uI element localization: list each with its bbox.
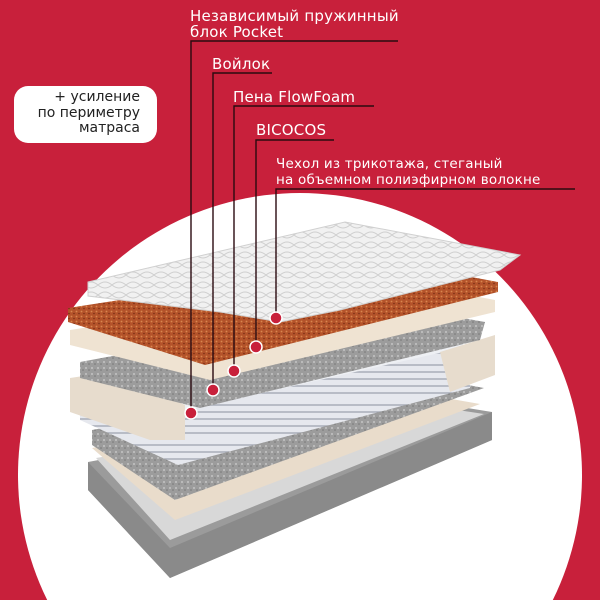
badge-line: матраса [78,120,140,136]
badge-line: + усиление [54,89,140,105]
label-line: Войлок [212,55,271,73]
label-cover: Чехол из трикотажа, стеганый на объемном… [276,156,541,188]
quilted-cover-layer [87,221,522,323]
label-felt: Войлок [212,56,270,72]
cover-marker-dot [269,311,283,325]
badge-line: по периметру [37,104,140,121]
leader-lines [190,40,575,413]
label-line: Пена FlowFoam [233,88,356,106]
bicocos-marker-dot [249,340,263,354]
label-line: блок Pocket [190,23,284,41]
label-line: на объемном полиэфирном волокне [276,172,541,188]
label-flowfoam: Пена FlowFoam [233,89,355,105]
pocket-marker-dot [184,406,198,420]
foam-marker-dot [227,364,241,378]
label-pocket-springs: Независимый пружинный блок Pocket [190,8,399,40]
label-line: Независимый пружинный [190,7,399,25]
felt-marker-dot [206,383,220,397]
label-line: BICOCOS [256,121,327,139]
label-bicocos: BICOCOS [256,122,326,138]
perimeter-reinforcement-badge: + усиление по периметру матраса [14,86,157,143]
label-line: Чехол из трикотажа, стеганый [276,156,503,172]
